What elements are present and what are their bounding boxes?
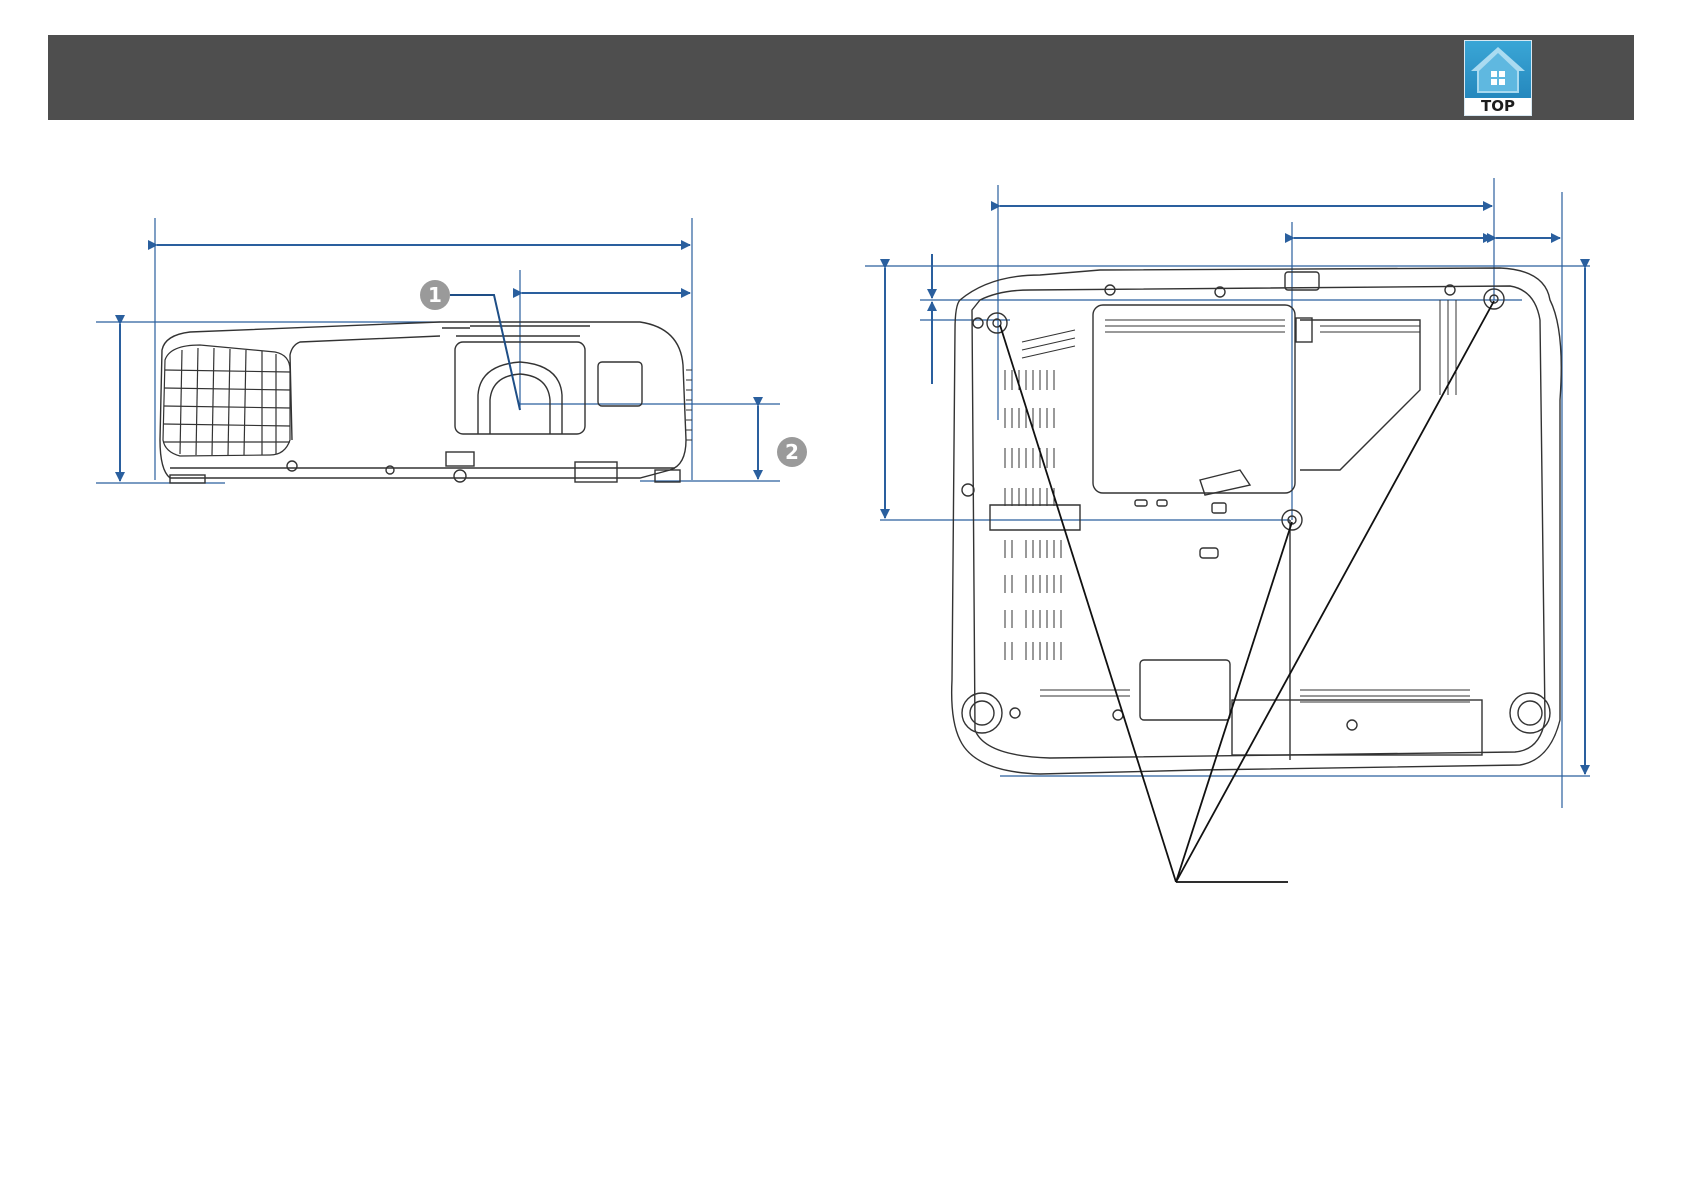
feet-and-holes	[962, 285, 1550, 733]
bottom-vent-slots	[1005, 300, 1470, 702]
bottom-dimension-arrows	[885, 206, 1585, 774]
callout-1-leader	[450, 295, 520, 410]
front-vent-grille	[163, 345, 290, 456]
callout-2-badge: 2	[777, 437, 807, 467]
projector-front-outline	[160, 322, 686, 483]
callout-1-badge: 1	[420, 280, 450, 310]
